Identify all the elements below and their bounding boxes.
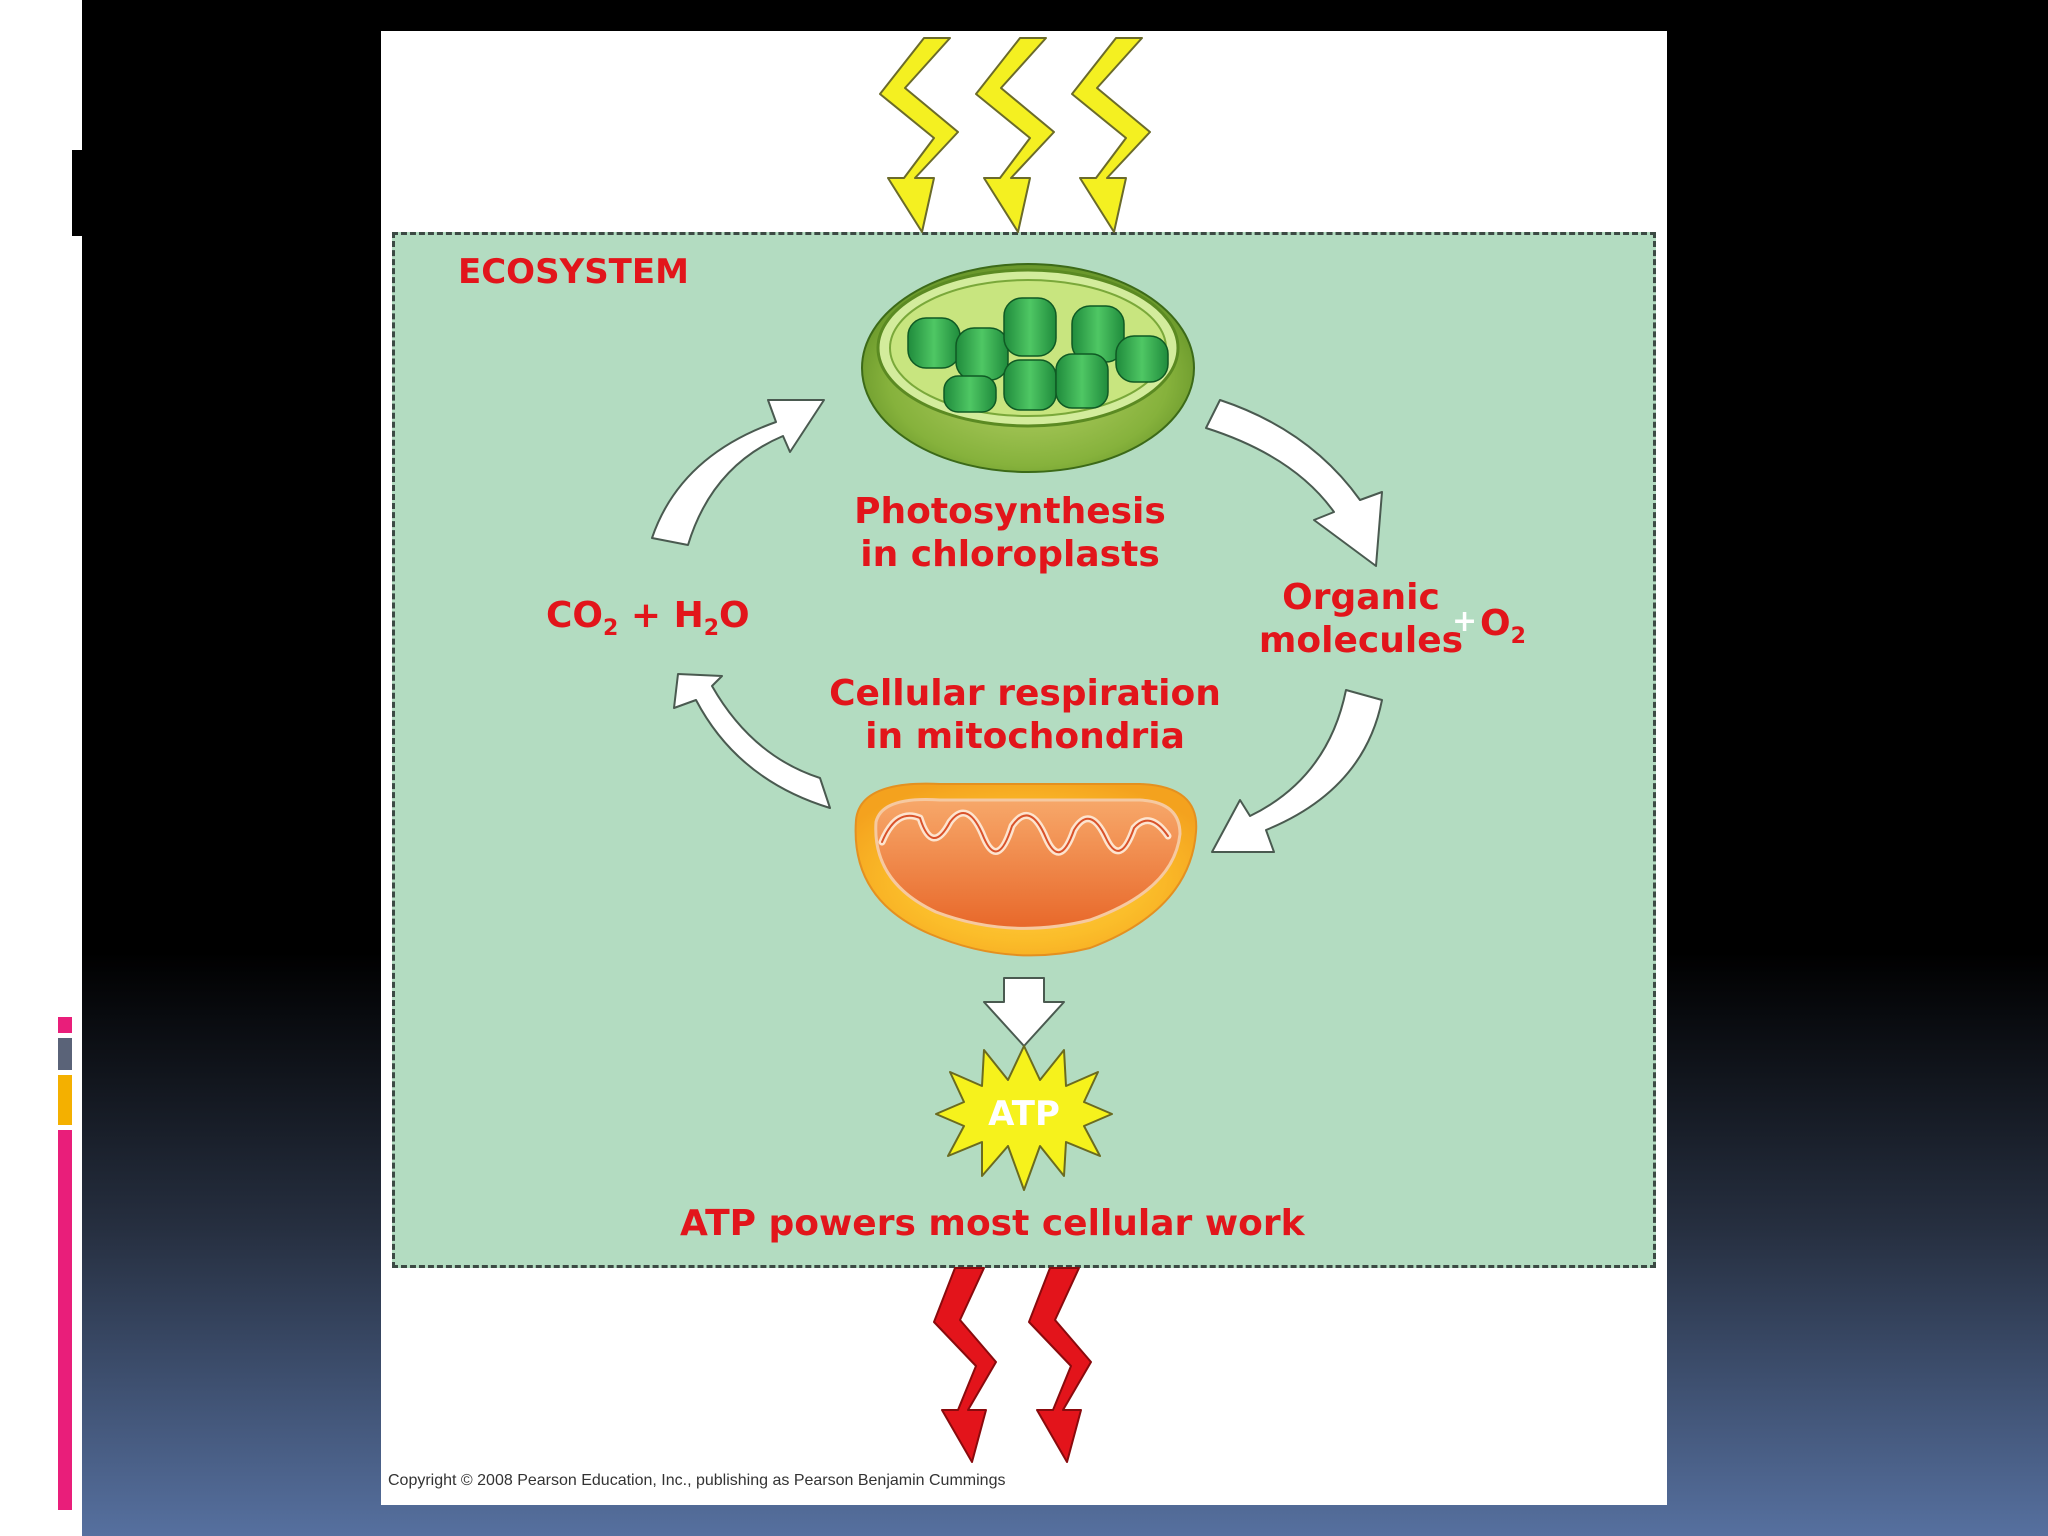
respiration-line-1: Cellular respiration (829, 673, 1221, 714)
plus-h-text: + H (618, 595, 704, 636)
reactants-label: CO2 + H2O (546, 594, 750, 643)
copyright-notice: Copyright © 2008 Pearson Education, Inc.… (388, 1472, 1006, 1489)
ecosystem-label: ECOSYSTEM (458, 252, 689, 292)
o-text: O (719, 595, 750, 636)
mitochondrion-icon (854, 782, 1198, 957)
oxygen-label: O2 (1480, 602, 1526, 651)
oxygen-text: O (1480, 603, 1511, 644)
heat-energy-icon (933, 1267, 1092, 1463)
photosynthesis-label: Photosynthesis in chloroplasts (820, 490, 1200, 576)
plus-sign: + (1452, 604, 1478, 639)
atp-label: ATP (988, 1094, 1060, 1134)
chloroplast-icon (861, 263, 1195, 473)
co-text: CO (546, 595, 604, 636)
atp-caption: ATP powers most cellular work (680, 1203, 1305, 1244)
organic-line-2: molecules (1258, 620, 1464, 662)
atp-burst-icon (935, 1045, 1113, 1191)
respiration-line-2: in mitochondria (865, 716, 1185, 758)
photosynthesis-line-2: in chloroplasts (860, 534, 1160, 576)
h-subscript: 2 (703, 616, 720, 642)
co-subscript: 2 (603, 616, 619, 642)
light-energy-icon (879, 37, 1151, 233)
cycle-arrow-icon (651, 399, 1383, 1047)
photosynthesis-line-1: Photosynthesis (854, 491, 1166, 532)
respiration-label: Cellular respiration in mitochondria (820, 672, 1230, 758)
organic-molecules-label: Organic molecules (1256, 576, 1466, 662)
organic-line-1: Organic (1282, 577, 1440, 618)
oxygen-subscript: 2 (1510, 624, 1526, 650)
